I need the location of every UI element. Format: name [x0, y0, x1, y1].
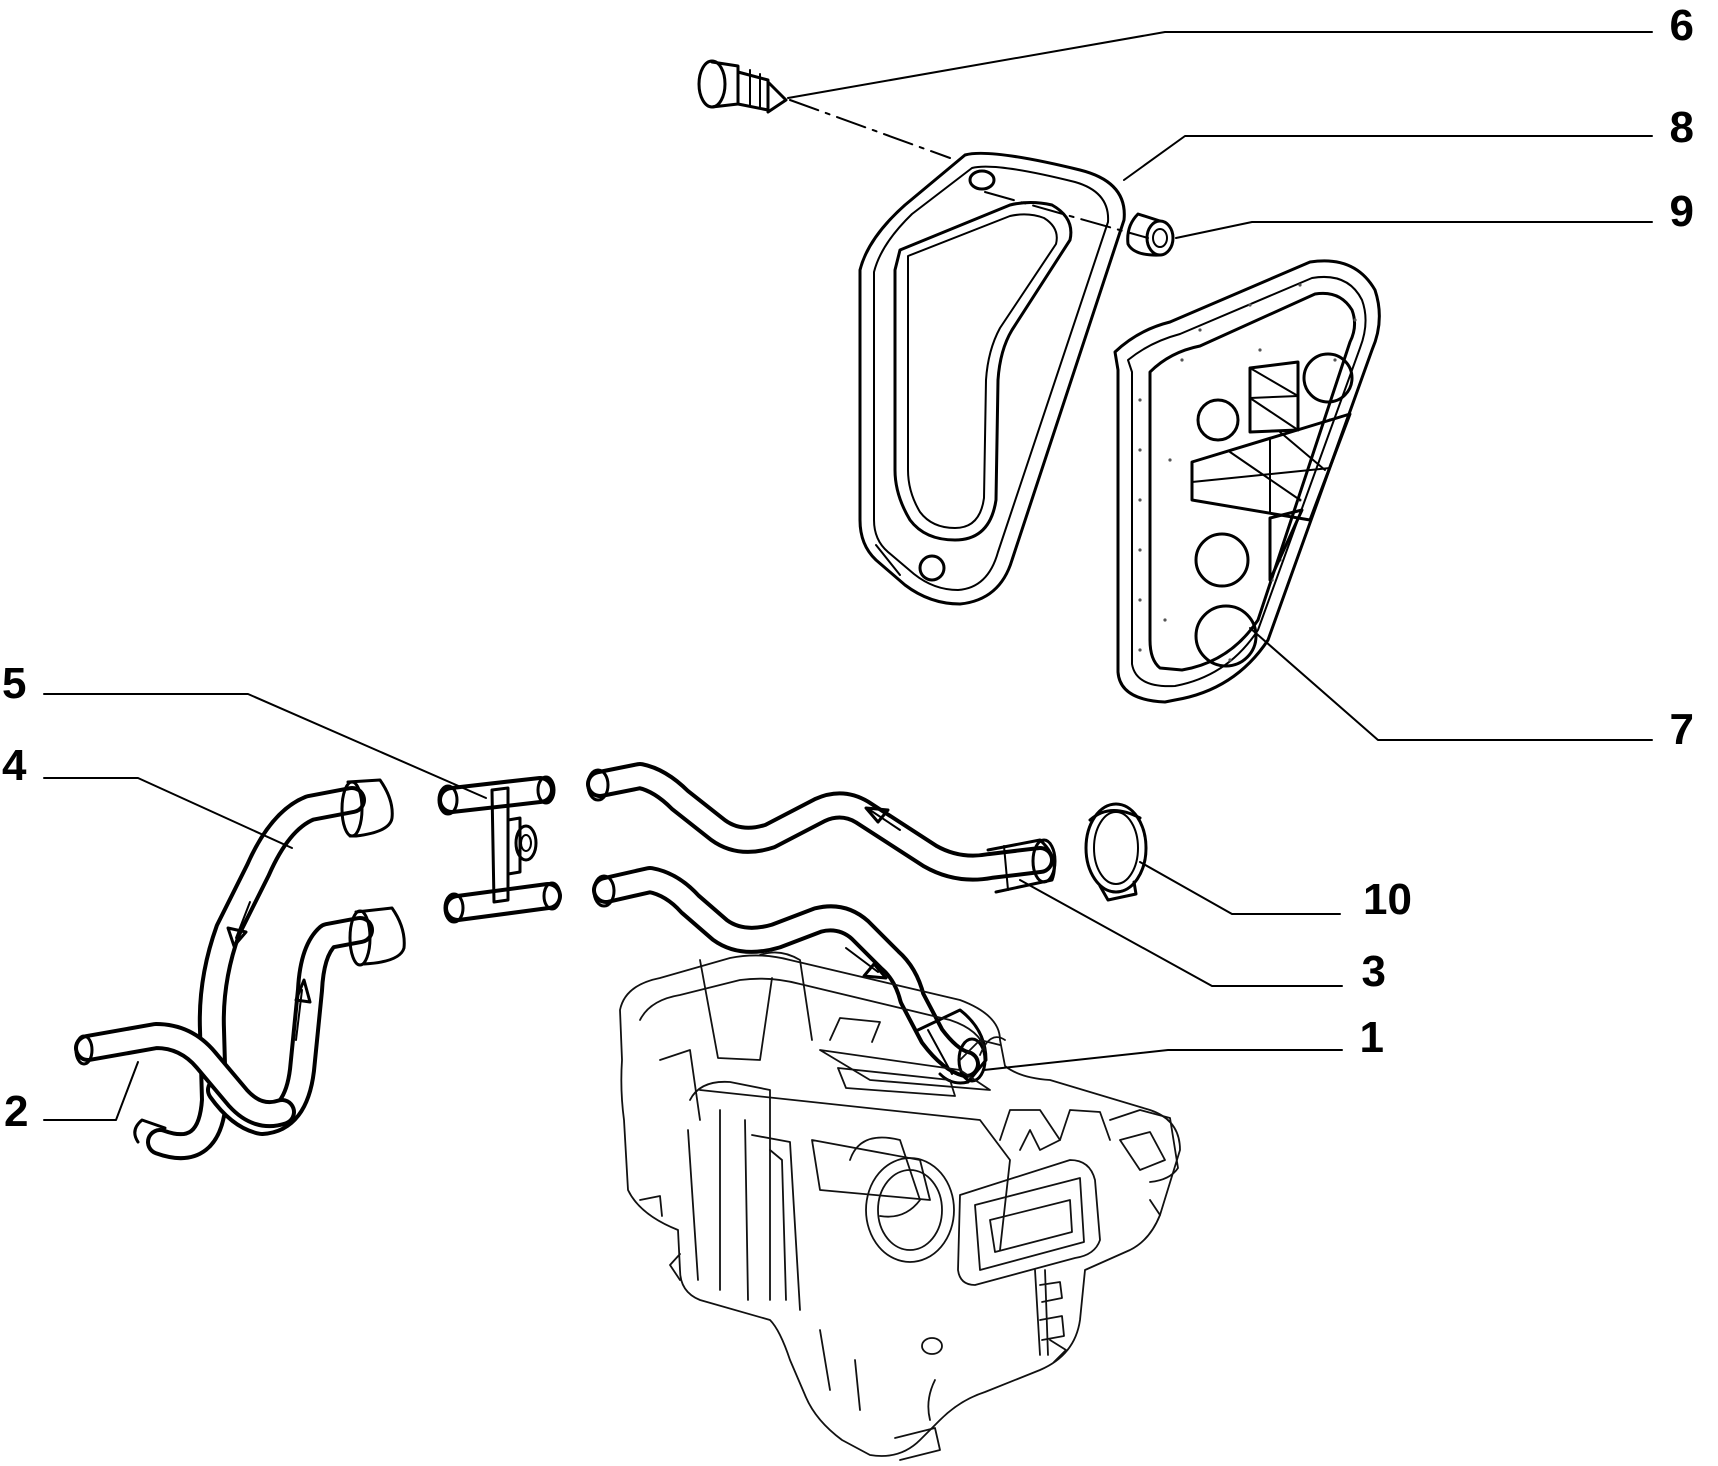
callout-8: 8 — [1670, 103, 1694, 152]
part-7-panel — [1113, 259, 1381, 704]
callout-4: 4 — [2, 741, 27, 790]
callout-2: 2 — [4, 1087, 28, 1136]
heater-housing — [619, 951, 1181, 1461]
part-10-clamp — [1084, 802, 1148, 902]
callout-10: 10 — [1363, 875, 1412, 924]
part-2-hose — [74, 1022, 296, 1129]
callout-5: 5 — [2, 659, 26, 708]
callout-labels: 6 8 9 7 10 3 1 5 4 2 — [2, 1, 1694, 1136]
callout-3: 3 — [1362, 947, 1386, 996]
callout-6: 6 — [1670, 1, 1694, 50]
callout-1: 1 — [1360, 1013, 1384, 1062]
part-6-screw — [697, 59, 788, 114]
part-4-hose — [133, 778, 406, 1161]
callout-9: 9 — [1670, 187, 1694, 236]
panel-texture — [1138, 283, 1357, 662]
leader-lines — [43, 31, 1653, 1121]
part-3-pipe — [586, 762, 1057, 894]
part-8-gasket — [858, 151, 1126, 606]
part-5-junction — [437, 775, 562, 924]
callout-7: 7 — [1670, 705, 1694, 754]
part-9-plug — [1126, 212, 1175, 257]
